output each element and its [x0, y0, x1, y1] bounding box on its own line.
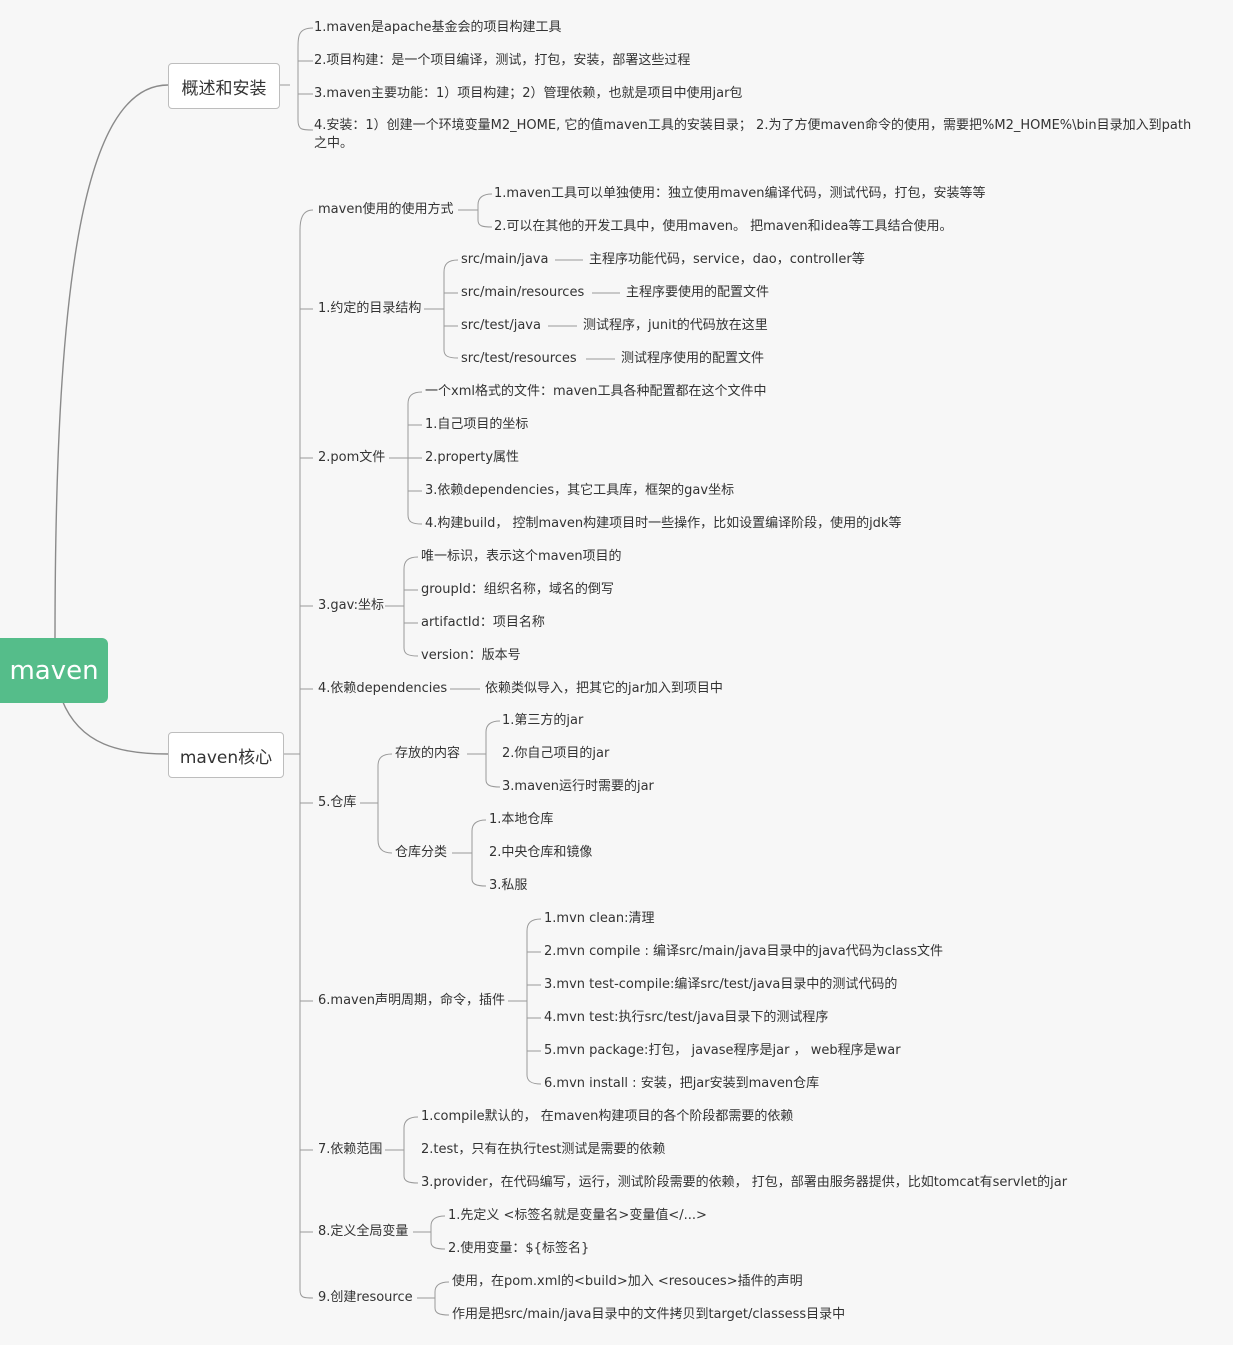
- lifecycle-item[interactable]: 4.mvn test:执行src/test/java目录下的测试程序: [544, 1010, 829, 1025]
- dir-desc[interactable]: 主程序功能代码，service，dao，controller等: [589, 252, 865, 267]
- vars-item[interactable]: 1.先定义 <标签名就是变量名>变量值</...>: [448, 1208, 707, 1223]
- usage-item[interactable]: 2.可以在其他的开发工具中，使用maven。 把maven和idea等工具结合使…: [494, 219, 953, 234]
- repo-type-item[interactable]: 2.中央仓库和镜像: [489, 845, 593, 860]
- dir-path[interactable]: src/test/resources: [461, 351, 577, 366]
- dir-path[interactable]: src/test/java: [461, 318, 541, 333]
- repo-content[interactable]: 存放的内容: [395, 746, 461, 761]
- topic-dirs[interactable]: 1.约定的目录结构: [318, 301, 422, 316]
- dir-path[interactable]: src/main/resources: [461, 285, 585, 300]
- repo-content-item[interactable]: 2.你自己项目的jar: [502, 746, 610, 761]
- topic-vars[interactable]: 8.定义全局变量: [318, 1224, 409, 1239]
- overview-item[interactable]: 2.项目构建：是一个项目编译，测试，打包，安装，部署这些过程: [314, 53, 691, 68]
- branch-core-label: maven核心: [179, 747, 273, 768]
- root-label: maven: [9, 655, 99, 686]
- branch-core[interactable]: maven核心: [168, 732, 284, 778]
- vars-item[interactable]: 2.使用变量：${标签名}: [448, 1241, 590, 1256]
- repo-content-item[interactable]: 3.maven运行时需要的jar: [502, 779, 654, 794]
- branch-overview-label: 概述和安装: [181, 78, 267, 99]
- repo-content-item[interactable]: 1.第三方的jar: [502, 713, 584, 728]
- lifecycle-item[interactable]: 2.mvn compile : 编译src/main/java目录中的java代…: [544, 944, 943, 959]
- resource-item[interactable]: 使用，在pom.xml的<build>加入 <resouces>插件的声明: [452, 1274, 803, 1289]
- topic-scope[interactable]: 7.依赖范围: [318, 1142, 383, 1157]
- dir-desc[interactable]: 主程序要使用的配置文件: [626, 285, 770, 300]
- topic-gav[interactable]: 3.gav:坐标: [318, 598, 384, 613]
- topic-usage[interactable]: maven使用的使用方式: [318, 202, 454, 217]
- root-node[interactable]: maven: [0, 638, 108, 703]
- deps-desc[interactable]: 依赖类似导入，把其它的jar加入到项目中: [485, 681, 723, 696]
- gav-item[interactable]: artifactId：项目名称: [421, 615, 545, 630]
- topic-lifecycle[interactable]: 6.maven声明周期，命令，插件: [318, 993, 505, 1008]
- repo-type-item[interactable]: 1.本地仓库: [489, 812, 554, 827]
- repo-types[interactable]: 仓库分类: [395, 845, 448, 860]
- overview-item[interactable]: 4.安装：1）创建一个环境变量M2_HOME, 它的值maven工具的安装目录；…: [314, 118, 1192, 151]
- topic-pom[interactable]: 2.pom文件: [318, 450, 386, 465]
- lifecycle-item[interactable]: 6.mvn install : 安装，把jar安装到maven仓库: [544, 1076, 820, 1091]
- dir-desc[interactable]: 测试程序，junit的代码放在这里: [583, 318, 768, 333]
- pom-item[interactable]: 4.构建build， 控制maven构建项目时一些操作，比如设置编译阶段，使用的…: [425, 516, 902, 531]
- dir-path[interactable]: src/main/java: [461, 252, 549, 267]
- pom-item[interactable]: 3.依赖dependencies，其它工具库，框架的gav坐标: [425, 483, 735, 498]
- gav-item[interactable]: 唯一标识，表示这个maven项目的: [421, 549, 622, 564]
- topic-deps[interactable]: 4.依赖dependencies: [318, 681, 448, 696]
- gav-item[interactable]: groupId：组织名称，域名的倒写: [421, 582, 614, 597]
- branch-overview[interactable]: 概述和安装: [168, 63, 280, 109]
- lifecycle-item[interactable]: 3.mvn test-compile:编译src/test/java目录中的测试…: [544, 977, 898, 992]
- gav-item[interactable]: version：版本号: [421, 648, 521, 663]
- scope-item[interactable]: 1.compile默认的， 在maven构建项目的各个阶段都需要的依赖: [421, 1109, 794, 1124]
- pom-item[interactable]: 2.property属性: [425, 450, 520, 465]
- pom-item[interactable]: 一个xml格式的文件：maven工具各种配置都在这个文件中: [425, 384, 767, 399]
- topic-repo[interactable]: 5.仓库: [318, 795, 357, 810]
- topic-resource[interactable]: 9.创建resource: [318, 1290, 413, 1305]
- lifecycle-item[interactable]: 1.mvn clean:清理: [544, 911, 655, 926]
- dir-desc[interactable]: 测试程序使用的配置文件: [621, 351, 765, 366]
- lifecycle-item[interactable]: 5.mvn package:打包， javase程序是jar ， web程序是w…: [544, 1043, 901, 1058]
- overview-item[interactable]: 1.maven是apache基金会的项目构建工具: [314, 20, 562, 35]
- overview-item[interactable]: 3.maven主要功能：1）项目构建；2）管理依赖，也就是项目中使用jar包: [314, 86, 743, 101]
- scope-item[interactable]: 2.test，只有在执行test测试是需要的依赖: [421, 1142, 666, 1157]
- resource-item[interactable]: 作用是把src/main/java目录中的文件拷贝到target/classes…: [452, 1307, 846, 1322]
- repo-type-item[interactable]: 3.私服: [489, 878, 528, 893]
- pom-item[interactable]: 1.自己项目的坐标: [425, 417, 529, 432]
- usage-item[interactable]: 1.maven工具可以单独使用：独立使用maven编译代码，测试代码，打包，安装…: [494, 186, 986, 201]
- scope-item[interactable]: 3.provider，在代码编写，运行，测试阶段需要的依赖， 打包，部署由服务器…: [421, 1175, 1068, 1190]
